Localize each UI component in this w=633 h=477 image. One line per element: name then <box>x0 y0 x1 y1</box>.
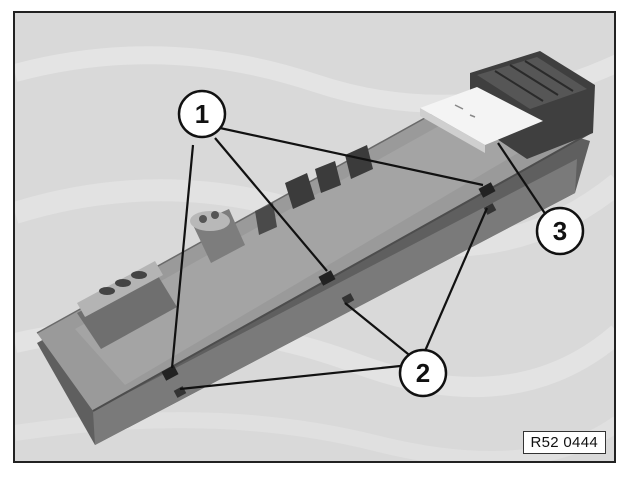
white-label-plate <box>420 87 543 153</box>
front-button-cluster <box>77 261 177 349</box>
mirror-knob <box>190 209 245 263</box>
callout-3: 3 <box>535 206 585 256</box>
retaining-clips <box>161 182 497 398</box>
callout-2: 2 <box>398 348 448 398</box>
callout-1: 1 <box>177 89 227 139</box>
callout-2-label: 2 <box>416 358 430 388</box>
callout-1-label: 1 <box>195 99 209 129</box>
window-switch-buttons <box>255 145 373 235</box>
switch-block-illustration: 1 2 3 <box>15 13 614 461</box>
figure-reference-code: R52 0444 <box>522 431 606 454</box>
callout-3-label: 3 <box>553 216 567 246</box>
leader-lines <box>170 126 549 391</box>
illustration-frame: 1 2 3 R52 0444 <box>13 11 616 463</box>
